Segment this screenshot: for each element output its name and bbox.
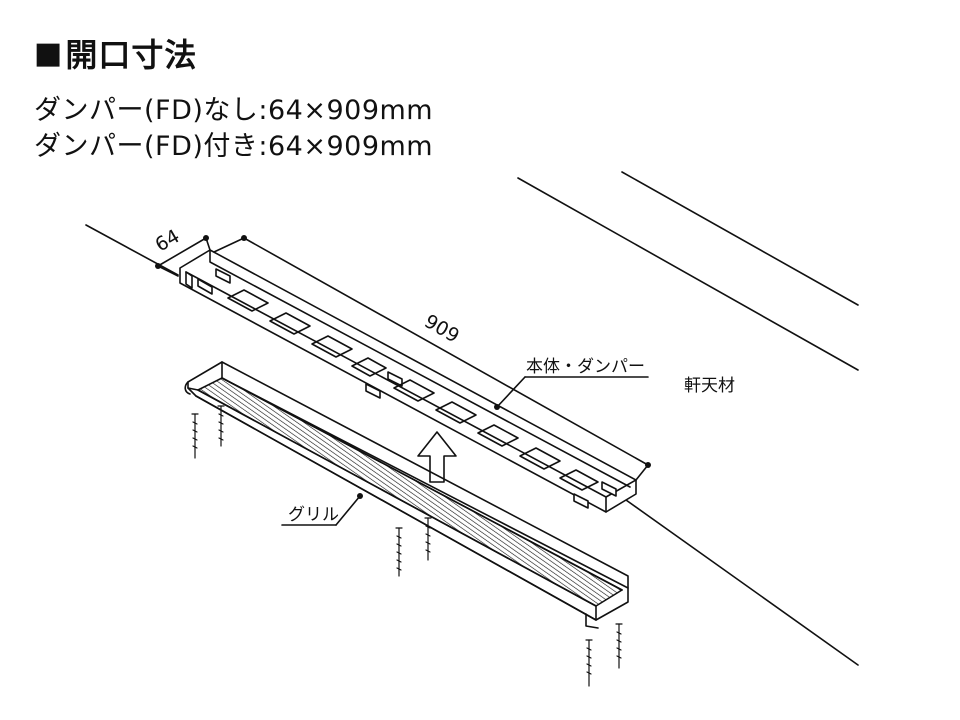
screw-icon: [585, 639, 593, 687]
grille-leader: グリル: [281, 493, 363, 526]
screw-icon: [191, 413, 199, 459]
body-damper-label: 本体・ダンパー: [526, 357, 645, 377]
damper-openings: [227, 289, 599, 491]
eave-ceiling-label: 軒天材: [684, 376, 735, 396]
grille-part: [184, 361, 629, 629]
title-text: 開口寸法: [65, 36, 198, 74]
spec-with-damper: ダンパー(FD)付き:64×909mm: [34, 131, 434, 162]
square-bullet-icon: ■: [34, 35, 64, 71]
eave-ceiling-lines: [85, 171, 859, 666]
screw-icons: [191, 405, 623, 687]
body-damper-leader: 本体・ダンパー: [494, 357, 649, 410]
up-arrow-icon: [417, 431, 457, 483]
spec-without-damper: ダンパー(FD)なし:64×909mm: [34, 95, 434, 126]
grille-label: グリル: [288, 505, 339, 525]
dimension-909-label: 909: [421, 310, 463, 347]
dimension-64-label: 64: [152, 225, 184, 256]
screw-icon: [615, 623, 623, 669]
page-title: ■ 開口寸法: [34, 30, 197, 76]
screw-icon: [395, 527, 403, 577]
screw-icon: [424, 517, 432, 561]
body-damper-part: [179, 249, 637, 513]
screw-icon: [217, 405, 225, 447]
